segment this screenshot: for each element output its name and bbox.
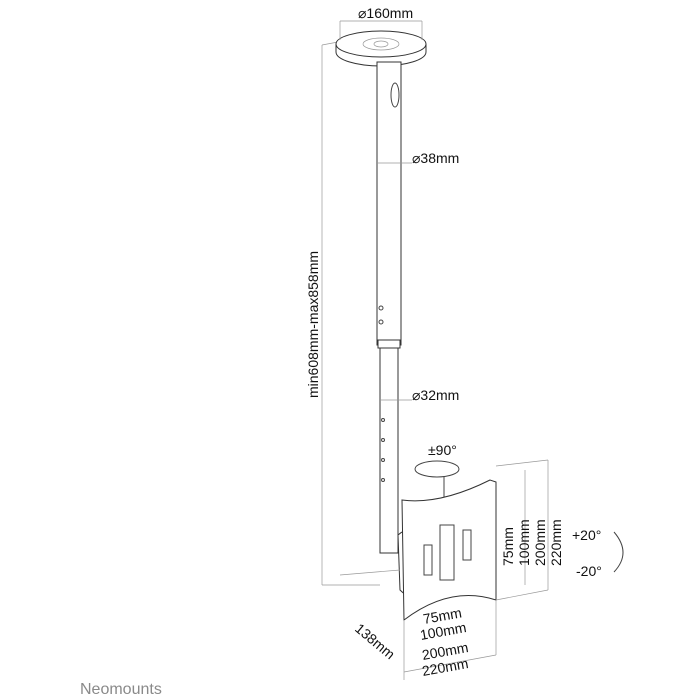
upper-tube-diameter-label: ⌀38mm (412, 150, 459, 166)
upper-tube (376, 61, 412, 346)
vesa-horizontal-labels: 75mm 100mm 200mm 220mm (419, 604, 470, 679)
vesa-horizontal-100: 100mm (419, 619, 468, 643)
swivel-label: ±90° (428, 442, 457, 458)
swivel-arrow (414, 460, 460, 500)
vesa-vertical-labels: 75mm 100mm 200mm 220mm (500, 519, 564, 566)
vesa-horizontal-200: 200mm (421, 639, 470, 663)
depth-label: 138mm (352, 620, 398, 662)
plate-diameter-label: ⌀160mm (358, 5, 413, 21)
height-dimension-line (321, 41, 380, 586)
vesa-vertical-200: 200mm (532, 519, 548, 566)
ceiling-plate (335, 20, 427, 67)
tilt-down-label: -20° (576, 563, 602, 579)
vesa-horizontal-75: 75mm (422, 604, 463, 627)
vesa-vertical-75: 75mm (500, 527, 516, 566)
brand-logo: Neomounts (80, 681, 162, 698)
vesa-horizontal-220: 220mm (421, 655, 470, 679)
vesa-vertical-100: 100mm (516, 519, 532, 566)
lower-tube-diameter-label: ⌀32mm (412, 387, 459, 403)
tilt-up-label: +20° (572, 527, 601, 543)
wall-plate-bracket (339, 459, 549, 680)
vesa-vertical-220: 220mm (548, 519, 564, 566)
lower-tube (377, 339, 412, 554)
tilt-arrow (613, 531, 624, 573)
height-range-label: min608mm-max858mm (305, 251, 321, 398)
